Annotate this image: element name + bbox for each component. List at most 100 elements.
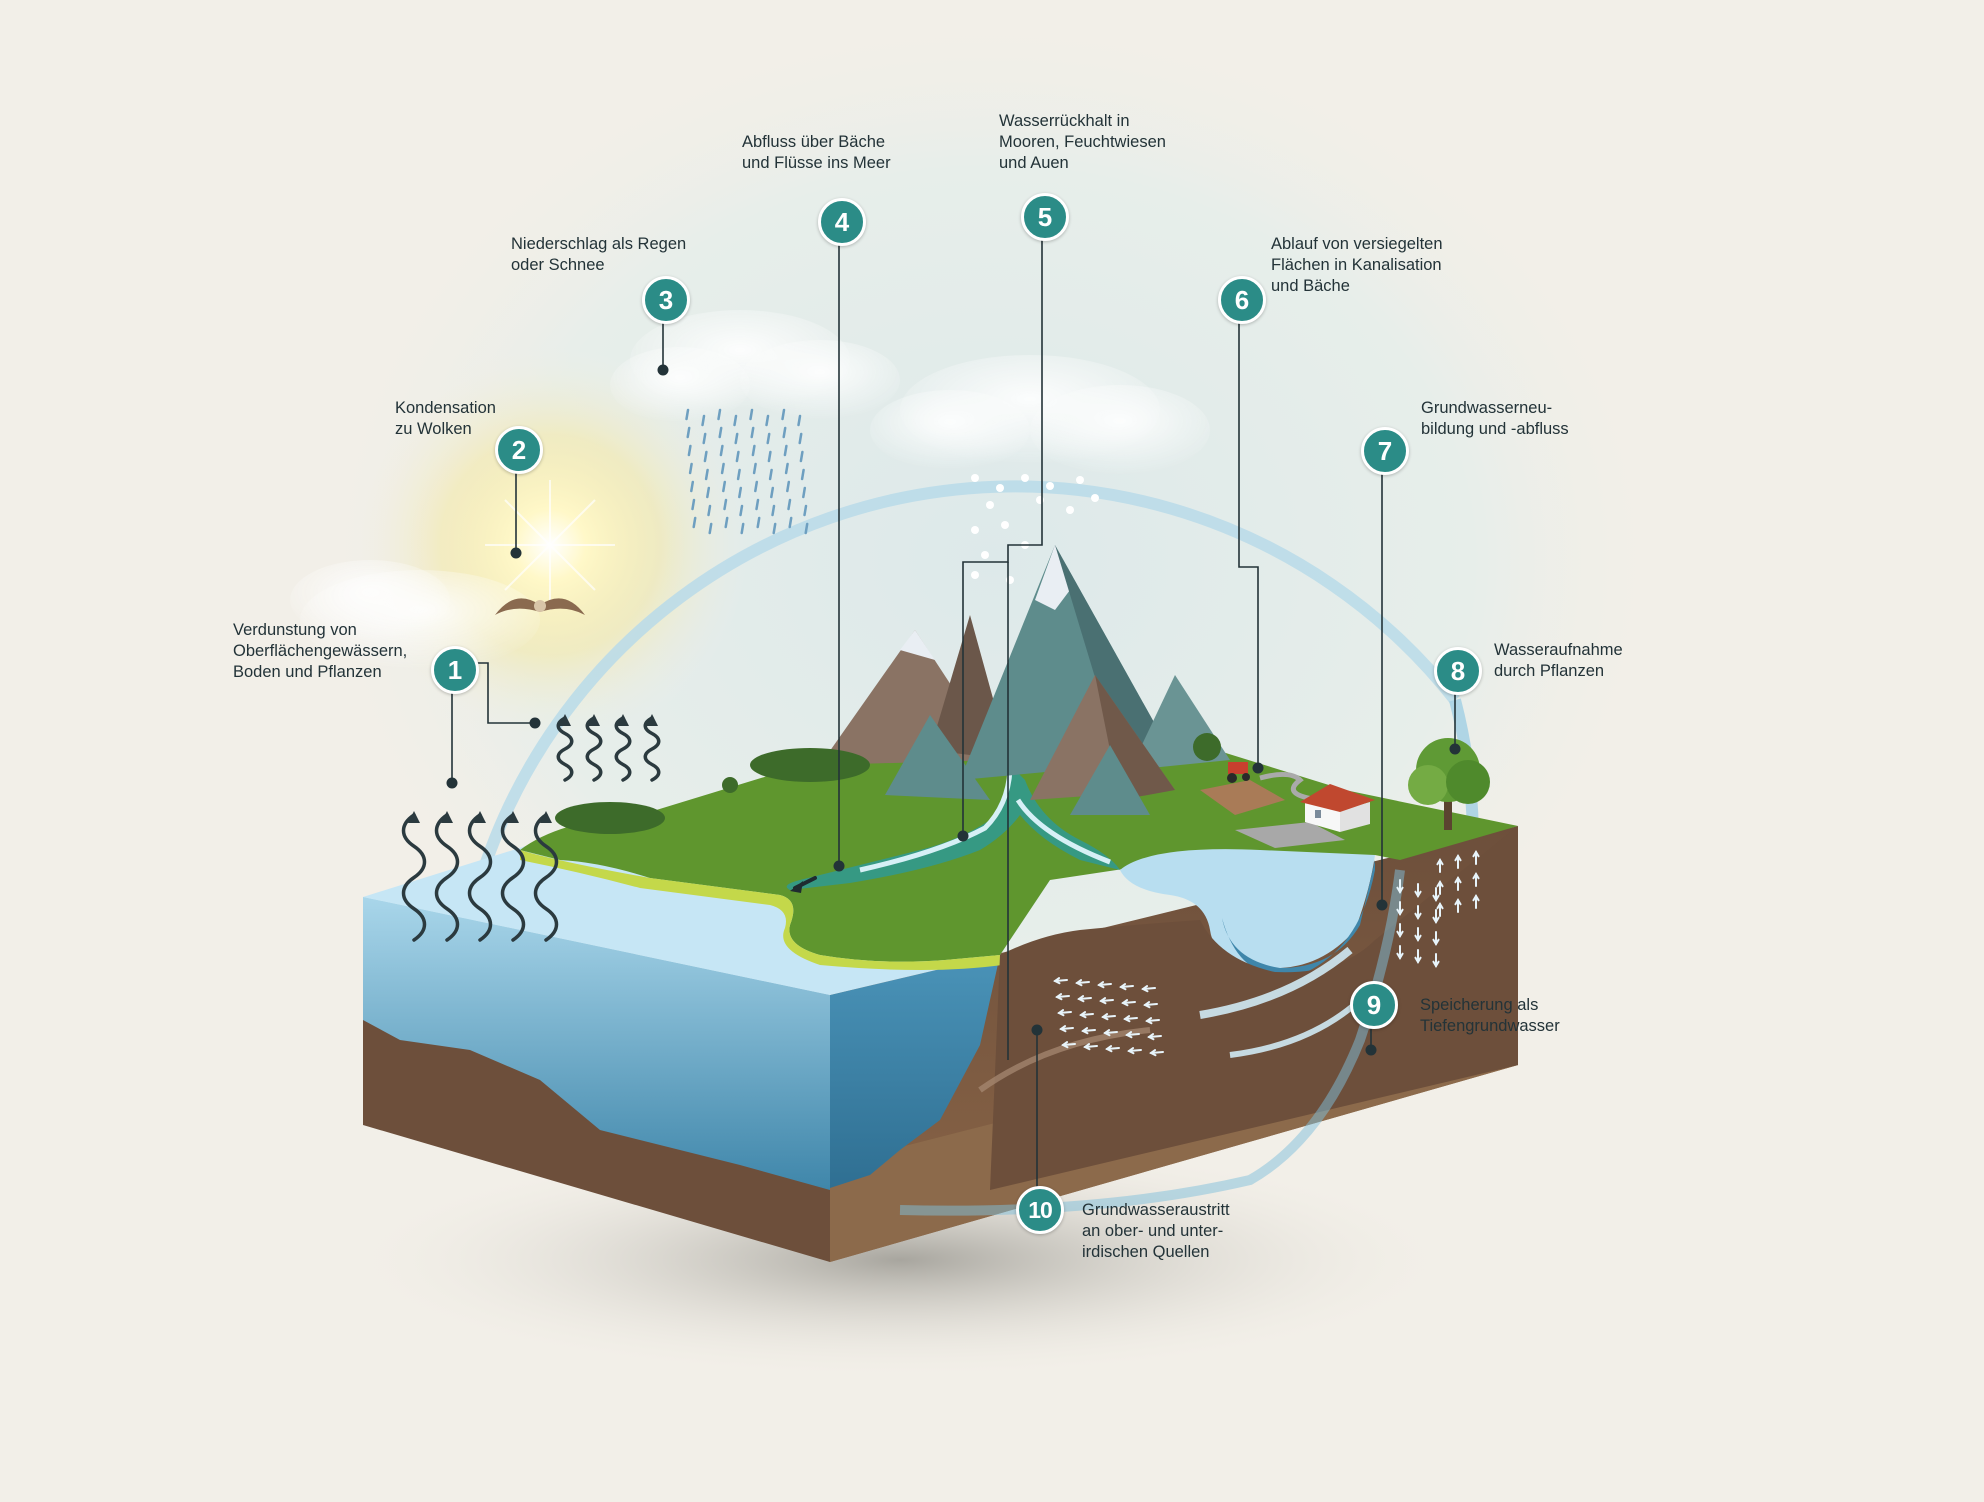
rain-drop <box>722 480 727 493</box>
step-badge-1: 1 <box>431 646 479 694</box>
groundwater-arrowhead <box>1119 983 1127 991</box>
step-label-7-line-2: bildung und -abfluss <box>1421 420 1569 438</box>
groundwater-arrow <box>1076 981 1090 984</box>
groundwater-arrow <box>1126 1033 1140 1036</box>
rain-drop <box>782 426 787 439</box>
groundwater-arrowhead <box>1055 993 1063 1001</box>
groundwater-arrowhead <box>1127 1047 1135 1055</box>
rain-drop <box>802 486 807 499</box>
step-label-8-line-1: Wasseraufnahme <box>1494 641 1623 659</box>
groundwater-arrowhead <box>1061 1041 1069 1049</box>
groundwater-arrowhead <box>1432 916 1440 924</box>
lake <box>1120 849 1375 969</box>
step-label-5-line-1: Wasserrückhalt in <box>999 112 1130 130</box>
step-badge-4: 4 <box>818 198 866 246</box>
groundwater-arrowhead <box>1454 898 1462 906</box>
rain-drop <box>754 480 759 493</box>
groundwater-arrow <box>1054 979 1068 982</box>
bird-icon <box>495 598 585 615</box>
evaporation-arrowhead <box>507 811 519 823</box>
rain-drop <box>686 426 691 439</box>
groundwater-arrow <box>1062 1043 1076 1046</box>
step-label-1-line-3: Boden und Pflanzen <box>233 663 382 681</box>
step-label-9: Speicherung als Tiefengrundwasser <box>1420 995 1560 1037</box>
rain-drop <box>724 516 729 529</box>
tractor-icon <box>1227 762 1250 783</box>
groundwater-arrow <box>1098 983 1112 986</box>
groundwater-arrow-icon <box>1053 977 1164 1057</box>
groundwater-arrowhead <box>1123 1015 1131 1023</box>
evaporation-arrow <box>556 716 574 782</box>
evaporation-arrow <box>585 716 603 782</box>
groundwater-arrowhead <box>1454 876 1462 884</box>
step-label-6-line-3: und Bäche <box>1271 277 1350 295</box>
step-label-9-line-1: Speicherung als <box>1420 996 1539 1014</box>
rain-drop <box>718 426 723 439</box>
evaporation-arrowhead <box>559 714 571 726</box>
step-badge-3: 3 <box>642 276 690 324</box>
groundwater-arrowhead <box>1075 979 1083 987</box>
river <box>786 765 1120 890</box>
step-label-10-line-2: an ober- und unter- <box>1082 1222 1224 1240</box>
evaporation-arrowhead <box>617 714 629 726</box>
groundwater-arrowhead <box>1396 930 1404 938</box>
rain-drop <box>739 504 744 517</box>
rain-drop <box>690 480 695 493</box>
evaporation-arrow <box>434 813 460 942</box>
groundwater-arrow <box>1148 1035 1162 1038</box>
rain-drop <box>750 426 755 439</box>
rain-drop <box>797 414 802 427</box>
evaporation-arrowhead <box>408 811 420 823</box>
step-badge-9: 9 <box>1350 981 1398 1029</box>
step-label-4: Abfluss über Bäche und Flüsse ins Meer <box>742 132 891 174</box>
evaporation-arrowhead <box>474 811 486 823</box>
rain-drop <box>708 522 713 535</box>
groundwater-arrowhead <box>1125 1031 1133 1039</box>
step-label-10-line-1: Grundwasseraustritt <box>1082 1201 1230 1219</box>
groundwater-arrowhead <box>1057 1009 1065 1017</box>
groundwater-arrowhead <box>1105 1045 1113 1053</box>
groundwater-arrow-icon <box>1436 850 1480 917</box>
step-badge-10: 10 <box>1016 1186 1064 1234</box>
groundwater-arrowhead <box>1121 999 1129 1007</box>
groundwater-arrow <box>1122 1001 1136 1004</box>
groundwater-arrowhead <box>1454 854 1462 862</box>
groundwater-arrowhead <box>1414 934 1422 942</box>
step-label-3-line-2: oder Schnee <box>511 256 605 274</box>
step-badge-7: 7 <box>1361 427 1409 475</box>
leader-line-1b <box>470 662 535 724</box>
groundwater-arrowhead <box>1149 1049 1157 1057</box>
tree-icon <box>1408 738 1490 830</box>
rain-drop <box>800 468 805 481</box>
groundwater-arrowhead <box>1141 985 1149 993</box>
outflow-arrowhead <box>790 881 803 893</box>
river-highlight-right <box>1015 798 1111 865</box>
leader-dots <box>446 364 1461 1056</box>
rain-drop <box>736 468 741 481</box>
rain-drop <box>749 408 754 421</box>
groundwater-arrow <box>1144 1003 1158 1006</box>
field <box>1200 780 1285 815</box>
rain-drop <box>752 462 757 475</box>
groundwater-arrowhead <box>1432 894 1440 902</box>
rain-drop <box>703 450 708 463</box>
groundwater-arrowhead <box>1414 912 1422 920</box>
groundwater-arrow <box>1082 1029 1096 1032</box>
rain-drop <box>734 432 739 445</box>
groundwater-arrowhead <box>1414 956 1422 964</box>
groundwater-arrowhead <box>1436 902 1444 910</box>
evaporation-arrowhead <box>588 714 600 726</box>
rain-drop <box>786 480 791 493</box>
step-label-5: Wasserrückhalt in Mooren, Feuchtwiesen u… <box>999 111 1166 174</box>
step-badge-8: 8 <box>1434 647 1482 695</box>
step-label-8: Wasseraufnahme durch Pflanzen <box>1494 640 1623 682</box>
rain-drop <box>740 522 745 535</box>
cycle-ring <box>448 480 1460 1051</box>
groundwater-arrow <box>1142 987 1156 990</box>
river-highlight <box>859 769 1013 873</box>
step-label-3-line-1: Niederschlag als Regen <box>511 235 687 253</box>
rain-drop <box>803 504 808 517</box>
step-label-4-line-2: und Flüsse ins Meer <box>742 154 891 172</box>
groundwater-arrowhead <box>1396 886 1404 894</box>
rain-drop <box>738 486 743 499</box>
